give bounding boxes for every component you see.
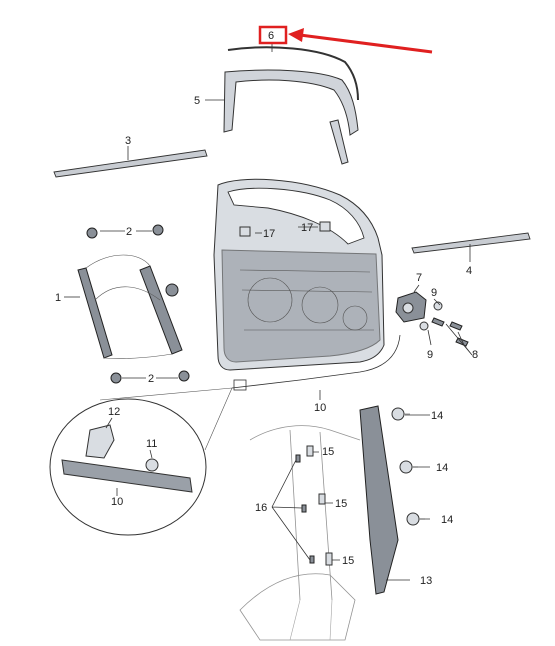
callout-5: 5 — [194, 95, 200, 107]
screw-2-top-left — [86, 227, 98, 239]
callout-17-right: 17 — [301, 222, 313, 234]
detail-clip-11 — [145, 458, 159, 472]
callout-15-b: 15 — [335, 498, 347, 510]
callout-14-mid: 14 — [436, 462, 448, 474]
callout-16: 16 — [255, 502, 267, 514]
clip-15-a — [306, 445, 314, 457]
detail-circle — [49, 398, 207, 536]
callout-2-bottom: 2 — [148, 373, 154, 385]
window-motor-7 — [395, 291, 427, 323]
screw-2-bottom-right — [178, 370, 190, 382]
clip-15-c — [325, 552, 333, 566]
door-seal-10 — [231, 334, 401, 389]
highlight-arrow-head — [288, 28, 304, 42]
callout-15-a: 15 — [322, 446, 334, 458]
screw-2-top-right — [152, 224, 164, 236]
door-shell — [213, 178, 385, 371]
leader-lines — [64, 42, 473, 581]
clip-16-a — [295, 454, 301, 463]
highlight-annotation — [258, 25, 433, 54]
clip-15-b — [318, 493, 326, 505]
screw-2-bottom-left — [110, 372, 122, 384]
callout-1: 1 — [55, 292, 61, 304]
detail-clip-12 — [85, 424, 115, 459]
window-frame-5 — [223, 69, 359, 136]
callout-15-c: 15 — [342, 555, 354, 567]
callout-8: 8 — [472, 349, 478, 361]
clip-16-c — [309, 555, 315, 564]
callout-3: 3 — [125, 135, 131, 147]
detail-seal-10 — [61, 459, 193, 493]
pillar-trim-13 — [359, 405, 399, 595]
callout-9-lower: 9 — [427, 349, 433, 361]
window-trim-3 — [53, 149, 208, 178]
screw-14-top — [391, 407, 410, 421]
callout-14-top: 14 — [431, 410, 443, 422]
callout-10-detail: 10 — [111, 496, 123, 508]
nut-9-lower — [419, 321, 429, 331]
callout-11: 11 — [146, 438, 157, 450]
detail-leader-lines — [99, 387, 233, 451]
window-regulator-1 — [77, 254, 183, 359]
callout-17-left: 17 — [263, 228, 275, 240]
callout-14-bottom: 14 — [441, 514, 453, 526]
callout-labels: 6 5 3 4 2 1 2 17 17 7 9 9 8 10 12 11 10 … — [55, 30, 478, 587]
highlight-box — [258, 25, 288, 45]
window-seal-6 — [227, 46, 359, 101]
clip-17-right — [319, 221, 331, 232]
bolt-8-a — [431, 317, 445, 327]
nut-9-upper — [433, 301, 443, 311]
callout-2-top: 2 — [126, 226, 132, 238]
door-pillar-scene — [239, 425, 361, 641]
callout-7: 7 — [416, 272, 422, 284]
bolt-8-c — [455, 337, 469, 347]
callout-9-upper: 9 — [431, 287, 437, 299]
window-trim-4 — [411, 232, 531, 254]
clip-16-b — [301, 504, 307, 513]
callout-4: 4 — [466, 265, 472, 277]
callout-6: 6 — [268, 30, 274, 42]
clip-17-left — [239, 226, 251, 237]
highlight-arrow-line — [299, 33, 433, 54]
callout-13: 13 — [420, 575, 432, 587]
detail-source-marker — [233, 379, 247, 391]
window-frame-5-lower — [329, 119, 349, 165]
callout-10-main: 10 — [314, 402, 326, 414]
callout-12: 12 — [108, 406, 120, 418]
bolt-8-b — [449, 321, 463, 331]
